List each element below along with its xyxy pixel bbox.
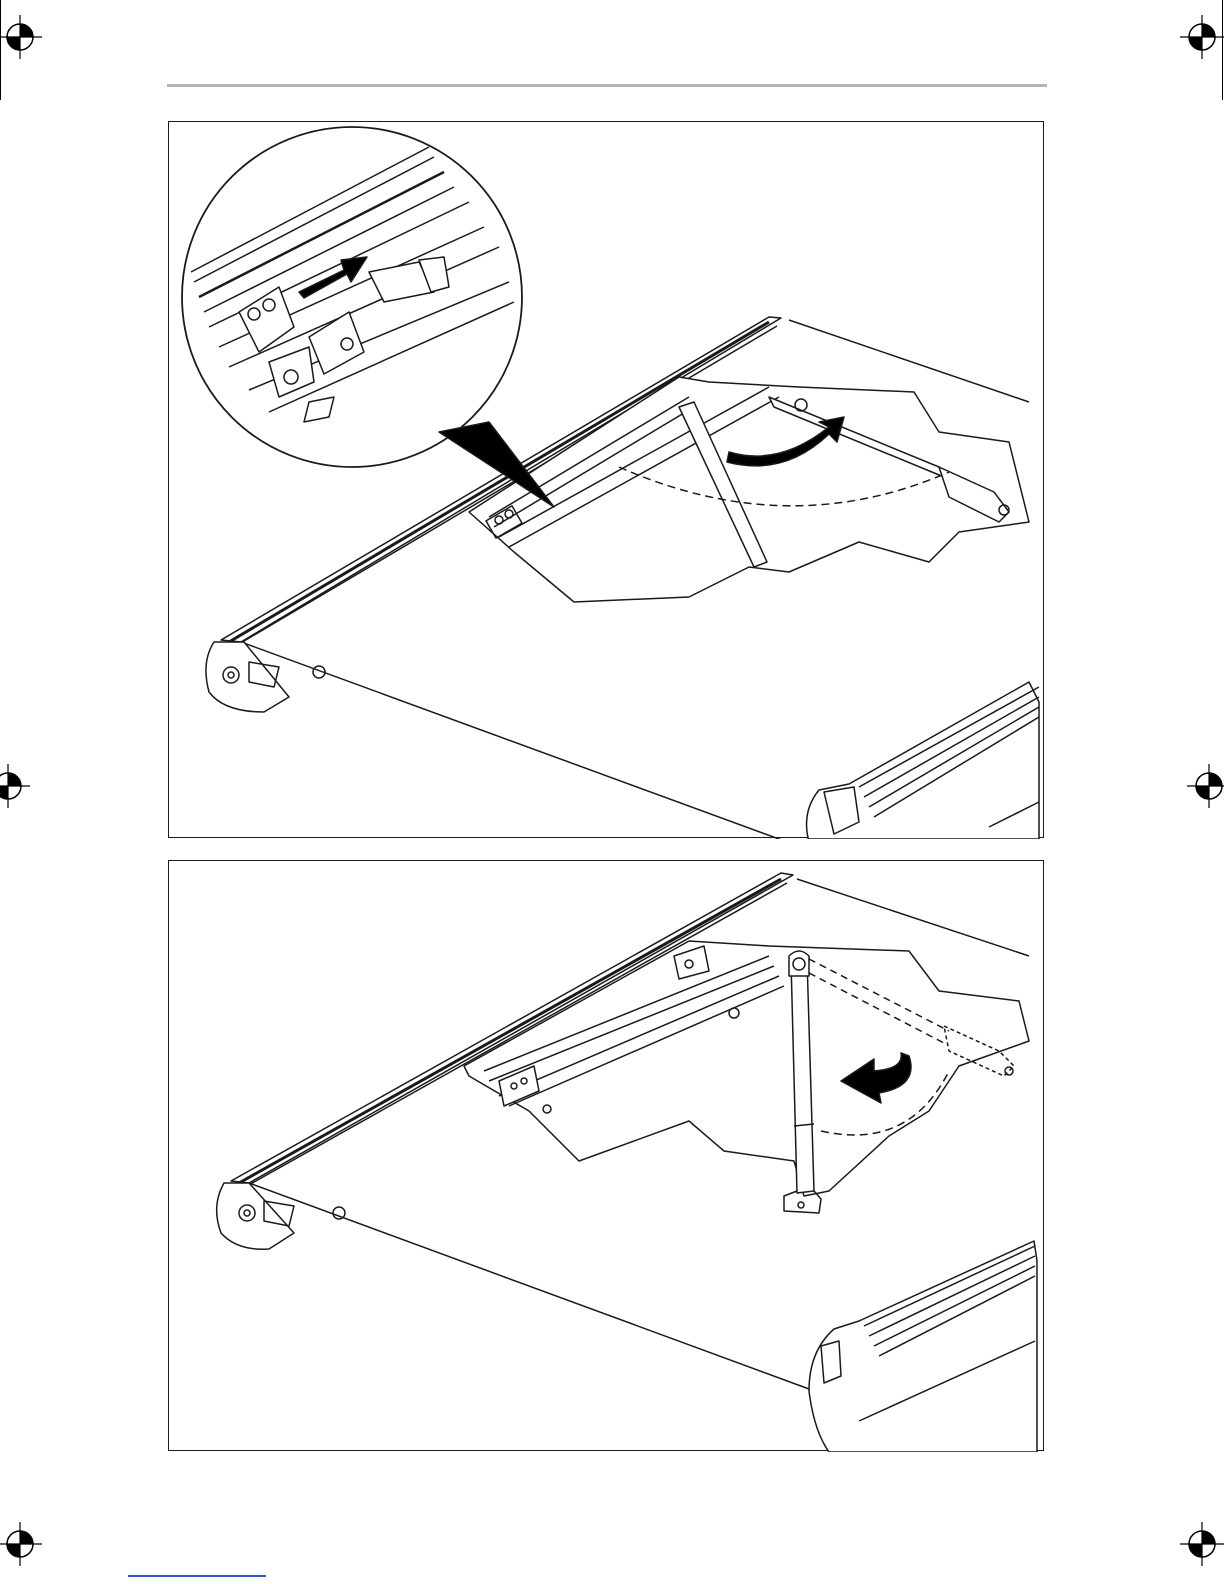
registration-mark-top-left-icon	[0, 15, 42, 59]
figure-top	[168, 121, 1044, 838]
registration-mark-top-right-icon	[1180, 15, 1224, 59]
awning-support-arm-swing-up-illustration	[169, 122, 1045, 839]
trim-line-top-right	[1222, 0, 1223, 100]
registration-mark-bottom-left-icon	[0, 1522, 42, 1566]
registration-mark-middle-right-icon	[1187, 764, 1224, 808]
registration-mark-middle-left-icon	[0, 764, 30, 808]
awning-support-arm-fold-down-illustration	[169, 861, 1045, 1452]
trim-line-top-left	[0, 0, 1, 100]
registration-mark-bottom-right-icon	[1180, 1522, 1224, 1566]
footer-rule	[128, 1575, 266, 1577]
header-rule	[167, 84, 1047, 87]
figure-bottom	[168, 860, 1044, 1451]
